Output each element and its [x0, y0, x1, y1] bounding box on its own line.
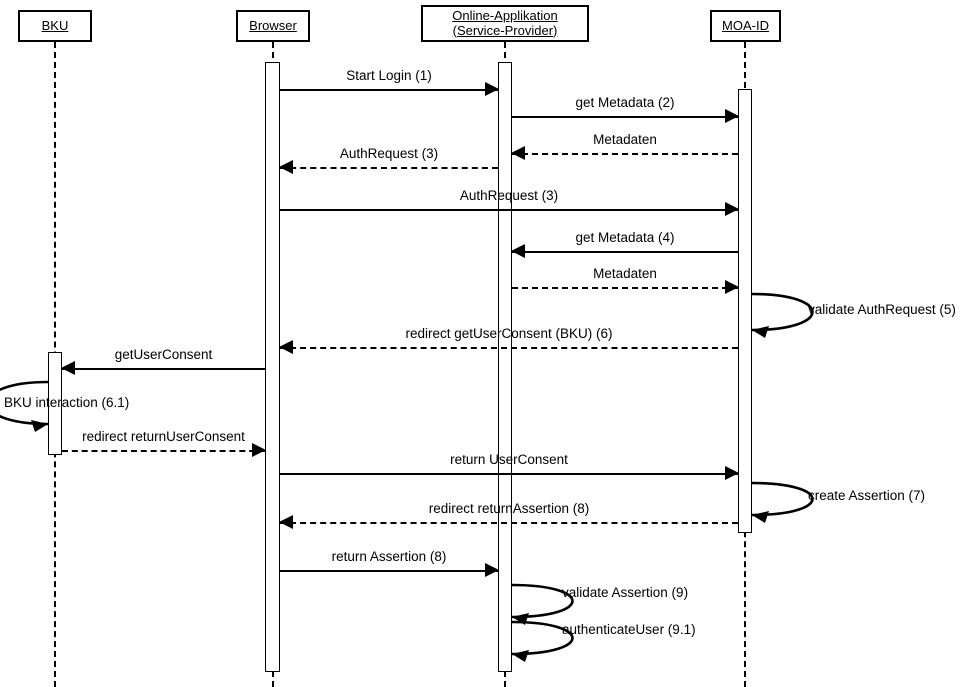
self-message-arc: [511, 620, 574, 656]
arrowhead-right-icon: [725, 109, 739, 123]
self-message-arc: [0, 380, 49, 426]
self-message-s3: [751, 473, 818, 527]
self-message-arc: [511, 583, 574, 619]
self-message-label-s4: validate Assertion (9): [562, 585, 689, 600]
message-line: [280, 473, 738, 475]
message-line: [280, 167, 498, 169]
self-message-s1: [751, 284, 818, 342]
message-label-m3: Metadaten: [593, 132, 657, 147]
self-message-arrowhead-icon: [752, 511, 769, 523]
arrowhead-right-icon: [252, 443, 266, 457]
message-line: [280, 347, 738, 349]
message-label-m9: getUserConsent: [114, 347, 213, 362]
self-message-s5: [511, 612, 578, 666]
activation-bar-browser: [265, 62, 280, 672]
message-line: [512, 153, 738, 155]
message-label-m8: redirect getUserConsent (BKU) (6): [405, 326, 613, 341]
activation-bar-oa: [498, 62, 512, 672]
message-label-m10: redirect returnUserConsent: [82, 429, 245, 444]
message-label-m5: AuthRequest (3): [459, 188, 559, 203]
message-line: [512, 287, 738, 289]
lifeline-label-moaid: MOA-ID: [722, 17, 769, 33]
message-label-m1: Start Login (1): [346, 68, 432, 83]
lifeline-header-moaid[interactable]: MOA-ID: [710, 10, 781, 42]
arrowhead-right-icon: [725, 202, 739, 216]
self-message-arrowhead-icon: [512, 650, 529, 662]
message-line: [280, 89, 498, 91]
message-line: [62, 450, 265, 452]
arrowhead-left-icon: [511, 244, 525, 258]
activation-bar-moaid: [738, 89, 752, 533]
lifeline-label-browser: Browser: [249, 17, 297, 33]
self-message-label-s3: create Assertion (7): [808, 488, 926, 503]
self-message-arc: [751, 481, 814, 517]
message-line: [280, 570, 498, 572]
message-label-m2: get Metadata (2): [575, 95, 675, 110]
message-line: [512, 251, 738, 253]
arrowhead-right-icon: [485, 563, 499, 577]
message-line: [280, 522, 738, 524]
self-message-arrowhead-icon: [31, 420, 48, 432]
message-label-m13: return Assertion (8): [331, 549, 447, 564]
self-message-label-s1: validate AuthRequest (5): [808, 302, 956, 317]
lifeline-label-bku: BKU: [41, 17, 69, 33]
activation-bar-bku: [48, 352, 62, 455]
message-label-m7: Metadaten: [593, 266, 657, 281]
message-label-m11: return UserConsent: [450, 452, 568, 467]
arrowhead-right-icon: [725, 466, 739, 480]
arrowhead-left-icon: [511, 146, 525, 160]
arrowhead-left-icon: [279, 515, 293, 529]
message-label-m4: AuthRequest (3): [339, 146, 439, 161]
self-message-label-s2: BKU interaction (6.1): [4, 395, 130, 410]
self-message-s2: [0, 372, 49, 436]
message-label-m6: get Metadata (4): [575, 230, 675, 245]
arrowhead-left-icon: [279, 160, 293, 174]
lifeline-label-oa: Online-Applikation (Service-Provider): [452, 7, 558, 38]
arrowhead-right-icon: [725, 280, 739, 294]
message-line: [280, 209, 738, 211]
self-message-arrowhead-icon: [752, 326, 769, 338]
self-message-label-s5: authenticateUser (9.1): [562, 622, 696, 637]
lifeline-header-browser[interactable]: Browser: [236, 10, 310, 42]
self-message-arc: [751, 292, 814, 332]
arrowhead-left-icon: [279, 340, 293, 354]
arrowhead-right-icon: [485, 82, 499, 96]
lifeline-header-oa[interactable]: Online-Applikation (Service-Provider): [421, 5, 589, 42]
message-line: [62, 368, 265, 370]
arrowhead-left-icon: [61, 361, 75, 375]
message-label-m12: redirect returnAssertion (8): [428, 501, 590, 516]
lifeline-header-bku[interactable]: BKU: [18, 10, 92, 42]
message-line: [512, 116, 738, 118]
